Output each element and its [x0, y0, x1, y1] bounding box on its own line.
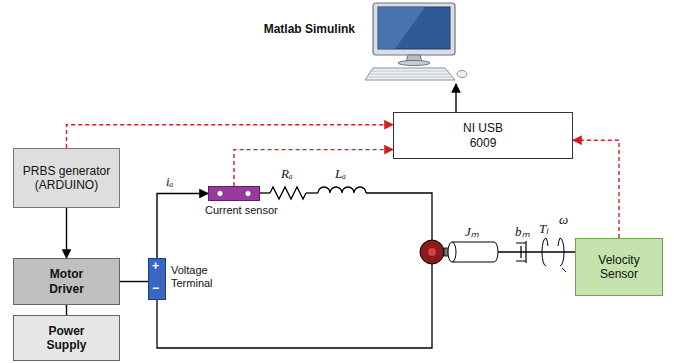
motor-symbol — [420, 240, 450, 264]
prbs-generator-box: PRBS generator (ARDUINO) — [13, 148, 120, 208]
symbol-label: Tₗ — [538, 219, 549, 237]
node-text: Current sensor — [205, 204, 295, 217]
node-text: Power Supply — [32, 324, 102, 353]
node-text: Voltage Terminal — [171, 264, 233, 290]
node-text: PRBS generator (ARDUINO) — [19, 164, 114, 193]
symbol-label: ω — [558, 212, 569, 228]
resistor-symbol — [270, 187, 306, 199]
sensor-terminals — [208, 186, 260, 201]
wire — [306, 192, 318, 193]
inertia-cylinder — [448, 242, 498, 262]
computer-icon — [365, 2, 470, 84]
current-label: iₐ — [165, 174, 174, 190]
node-text: Motor Driver — [32, 267, 102, 296]
node-text: Matlab Simulink — [255, 22, 355, 36]
wire-connector — [66, 305, 67, 315]
wire-connector — [120, 281, 148, 282]
node-text: NI USB 6009 — [452, 121, 514, 150]
signal-arrow — [67, 125, 394, 148]
polarity-sign: − — [152, 281, 159, 295]
inductor-symbol — [318, 187, 366, 193]
power-supply-box: Power Supply — [13, 315, 120, 361]
signal-arrow — [234, 150, 393, 186]
wire — [260, 192, 270, 193]
symbol-label: Jₘ — [464, 222, 480, 240]
polarity-sign: + — [152, 259, 159, 273]
signal-arrow — [573, 140, 619, 238]
symbol-label: bₘ — [514, 222, 531, 240]
velocity-sensor-box: Velocity Sensor — [575, 238, 663, 296]
computer-monitor: Matlab Simulink — [365, 2, 470, 84]
shaft — [498, 251, 575, 252]
motor-driver-box: Motor Driver — [13, 258, 120, 305]
wire — [342, 193, 432, 240]
wire-connector — [455, 84, 456, 112]
daq-box: NI USB 6009 — [393, 112, 573, 159]
damper-symbol — [516, 241, 526, 263]
node-text: Velocity Sensor — [579, 253, 659, 282]
symbol-label: Rₐ — [280, 166, 294, 182]
torque-arcs — [542, 238, 566, 272]
current-sensor: Current sensor — [208, 186, 260, 201]
wire — [157, 264, 432, 348]
symbol-label: Lₐ — [334, 166, 347, 182]
wire-connector — [157, 194, 208, 259]
wire-connector — [66, 208, 67, 258]
